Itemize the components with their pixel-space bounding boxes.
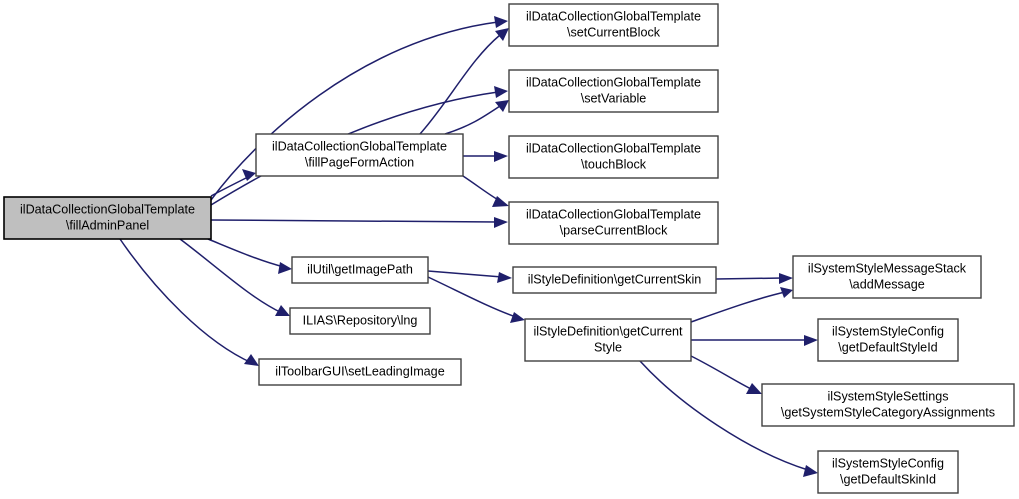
arrow-head-icon xyxy=(494,16,508,28)
arrow-head-icon xyxy=(494,151,508,162)
node-label-line2: \addMessage xyxy=(849,277,925,291)
edges-layer xyxy=(119,16,818,477)
graph-node-lng[interactable]: ILIAS\Repository\lng xyxy=(289,307,431,335)
call-edge-getCurrentSkin-to-addMessage xyxy=(715,273,793,284)
graph-node-getDefaultStyleId[interactable]: ilSystemStyleConfig \getDefaultStyleId xyxy=(817,318,959,362)
node-rect[interactable] xyxy=(258,358,462,386)
call-edge-fillPageFormAction-to-setCurrentBlock xyxy=(419,28,509,135)
arrow-head-icon xyxy=(492,196,509,207)
call-edge-fillAdminPanel-to-setLeadingImage xyxy=(119,238,259,366)
call-edge-fillAdminPanel-to-lng xyxy=(179,238,290,316)
graph-node-setLeadingImage[interactable]: ilToolbarGUI\setLeadingImage xyxy=(258,358,462,386)
node-rect[interactable] xyxy=(291,256,429,284)
node-label-line2: \setCurrentBlock xyxy=(567,25,661,39)
node-label-line1: ilToolbarGUI\setLeadingImage xyxy=(275,364,444,378)
nodes-layer: ilDataCollectionGlobalTemplate \fillAdmin… xyxy=(3,3,1015,494)
node-label-line2: \parseCurrentBlock xyxy=(560,223,668,237)
arrow-head-icon xyxy=(803,465,818,477)
node-label-line2: \setVariable xyxy=(581,91,647,105)
node-label-line1: ilDataCollectionGlobalTemplate xyxy=(20,202,195,216)
node-label-line1: ilStyleDefinition\getCurrent xyxy=(533,324,683,338)
call-edge-getImagePath-to-getCurrentSkin xyxy=(427,270,512,283)
node-label-line2: \getDefaultStyleId xyxy=(838,340,937,354)
graph-node-parseCurrentBlock[interactable]: ilDataCollectionGlobalTemplate \parseCurr… xyxy=(508,201,719,245)
call-edge-getCurrentStyle-to-getSystemStyleCategoryAssignments xyxy=(690,355,762,394)
graph-node-addMessage[interactable]: ilSystemStyleMessageStack \addMessage xyxy=(792,255,982,299)
node-label-line1: ilSystemStyleMessageStack xyxy=(808,261,967,275)
node-rect[interactable] xyxy=(524,318,692,362)
graph-node-setCurrentBlock[interactable]: ilDataCollectionGlobalTemplate \setCurren… xyxy=(508,3,719,47)
call-edge-getCurrentStyle-to-addMessage xyxy=(690,287,793,323)
node-rect[interactable] xyxy=(817,450,959,494)
node-label-line2: \getDefaultSkinId xyxy=(840,472,936,486)
graph-node-setVariable[interactable]: ilDataCollectionGlobalTemplate \setVariab… xyxy=(508,69,719,113)
arrow-head-icon xyxy=(495,100,509,112)
arrow-head-icon xyxy=(495,28,509,41)
graph-node-touchBlock[interactable]: ilDataCollectionGlobalTemplate \touchBloc… xyxy=(508,135,719,179)
call-edge-fillAdminPanel-to-getImagePath xyxy=(207,238,292,274)
graph-node-getCurrentSkin[interactable]: ilStyleDefinition\getCurrentSkin xyxy=(512,266,717,294)
node-label-line2: \fillAdminPanel xyxy=(66,218,149,232)
call-edge-fillPageFormAction-to-parseCurrentBlock xyxy=(462,175,509,207)
call-edge-fillAdminPanel-to-setCurrentBlock xyxy=(210,16,508,201)
node-label-line1: ilSystemStyleConfig xyxy=(832,324,944,338)
node-rect[interactable] xyxy=(3,196,212,240)
node-label-line2: \touchBlock xyxy=(581,157,647,171)
node-rect[interactable] xyxy=(508,135,719,179)
node-label-line1: ilUtil\getImagePath xyxy=(307,262,413,276)
node-rect[interactable] xyxy=(508,201,719,245)
graph-node-getSystemStyleCategoryAssignments[interactable]: ilSystemStyleSettings \getSystemStyleCate… xyxy=(761,383,1015,427)
arrow-head-icon xyxy=(780,287,793,298)
arrow-head-icon xyxy=(494,217,508,228)
graph-node-fillPageFormAction[interactable]: ilDataCollectionGlobalTemplate \fillPageF… xyxy=(255,133,464,177)
node-rect[interactable] xyxy=(289,307,431,335)
arrow-head-icon xyxy=(278,262,292,274)
call-edge-getCurrentStyle-to-getDefaultSkinId xyxy=(639,360,818,477)
node-rect[interactable] xyxy=(508,3,719,47)
node-rect[interactable] xyxy=(817,318,959,362)
call-edge-fillPageFormAction-to-touchBlock xyxy=(463,151,508,162)
arrow-head-icon xyxy=(779,273,793,284)
node-rect[interactable] xyxy=(508,69,719,113)
graph-node-getDefaultSkinId[interactable]: ilSystemStyleConfig \getDefaultSkinId xyxy=(817,450,959,494)
call-edge-fillAdminPanel-to-parseCurrentBlock xyxy=(210,217,508,228)
node-label-line2: \fillPageFormAction xyxy=(305,155,414,169)
node-rect[interactable] xyxy=(512,266,717,294)
node-label-line1: ilSystemStyleConfig xyxy=(832,456,944,470)
node-label-line2: Style xyxy=(594,340,622,354)
graph-node-getImagePath[interactable]: ilUtil\getImagePath xyxy=(291,256,429,284)
arrow-head-icon xyxy=(497,272,512,283)
node-label-line2: \getSystemStyleCategoryAssignments xyxy=(781,405,995,419)
node-label-line1: ilDataCollectionGlobalTemplate xyxy=(526,75,701,89)
call-edge-fillPageFormAction-to-setVariable xyxy=(444,100,509,135)
node-rect[interactable] xyxy=(792,255,982,299)
call-edge-getCurrentStyle-to-getDefaultStyleId xyxy=(691,335,818,346)
call-edge-getImagePath-to-getCurrentStyle xyxy=(427,276,525,323)
node-label-line1: ilSystemStyleSettings xyxy=(827,389,948,403)
node-label-line1: ilDataCollectionGlobalTemplate xyxy=(526,141,701,155)
arrow-head-icon xyxy=(494,86,508,98)
node-label-line1: ilDataCollectionGlobalTemplate xyxy=(526,9,701,23)
arrow-head-icon xyxy=(275,305,290,316)
node-label-line1: ilStyleDefinition\getCurrentSkin xyxy=(528,272,702,286)
node-label-line1: ilDataCollectionGlobalTemplate xyxy=(272,139,447,153)
arrow-head-icon xyxy=(510,312,525,323)
arrow-head-icon xyxy=(244,354,259,366)
node-label-line1: ilDataCollectionGlobalTemplate xyxy=(526,207,701,221)
node-rect[interactable] xyxy=(255,133,464,177)
graph-node-fillAdminPanel[interactable]: ilDataCollectionGlobalTemplate \fillAdmin… xyxy=(3,196,212,240)
arrow-head-icon xyxy=(242,169,256,181)
call-edge-fillAdminPanel-to-fillPageFormAction xyxy=(210,169,256,197)
node-label-line1: ILIAS\Repository\lng xyxy=(303,313,418,327)
node-rect[interactable] xyxy=(761,383,1015,427)
arrow-head-icon xyxy=(804,335,818,346)
arrow-head-icon xyxy=(746,383,762,394)
